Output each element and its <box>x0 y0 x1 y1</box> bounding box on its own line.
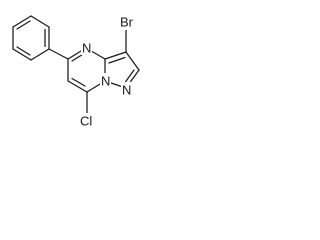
atom-nitrogen-bridge: N <box>100 73 111 89</box>
chemical-structure-diagram: Br Cl N N N <box>12 14 141 129</box>
pyrazole-bond-c3-c2 <box>125 51 140 71</box>
phenyl-bond-7 <box>30 48 50 61</box>
nitrogen-ring-label: N <box>82 41 91 56</box>
pyrimidine-double-bond-c6-c7 <box>71 77 86 87</box>
bromine-label: Br <box>120 15 134 30</box>
atom-nitrogen-ring: N <box>81 40 92 56</box>
atom-nitrogen-pyrazole: N <box>121 82 132 98</box>
nitrogen-pyrazole-label: N <box>122 83 131 98</box>
phenyl-bond-4 <box>12 15 32 28</box>
pyrimidine-bond-c7-c6 <box>67 80 88 93</box>
pyrazole-bond-c3a-c3 <box>104 51 127 60</box>
pyrazole-double-bond-c2-n1 <box>123 69 135 85</box>
atom-bromine: Br <box>117 14 141 30</box>
phenyl-ring <box>12 15 69 61</box>
phenyl-bond-3 <box>30 15 50 28</box>
phenyl-bond-1 <box>48 48 69 60</box>
phenyl-double-bond-b <box>16 20 31 30</box>
atom-chlorine: Cl <box>78 113 100 129</box>
phenyl-double-bond-c <box>16 46 31 56</box>
pyrazole-double-bond-c3a-c3 <box>108 56 126 64</box>
nitrogen-bridge-label: N <box>101 74 110 89</box>
chlorine-label: Cl <box>80 114 92 129</box>
phenyl-bond-6 <box>12 48 32 61</box>
